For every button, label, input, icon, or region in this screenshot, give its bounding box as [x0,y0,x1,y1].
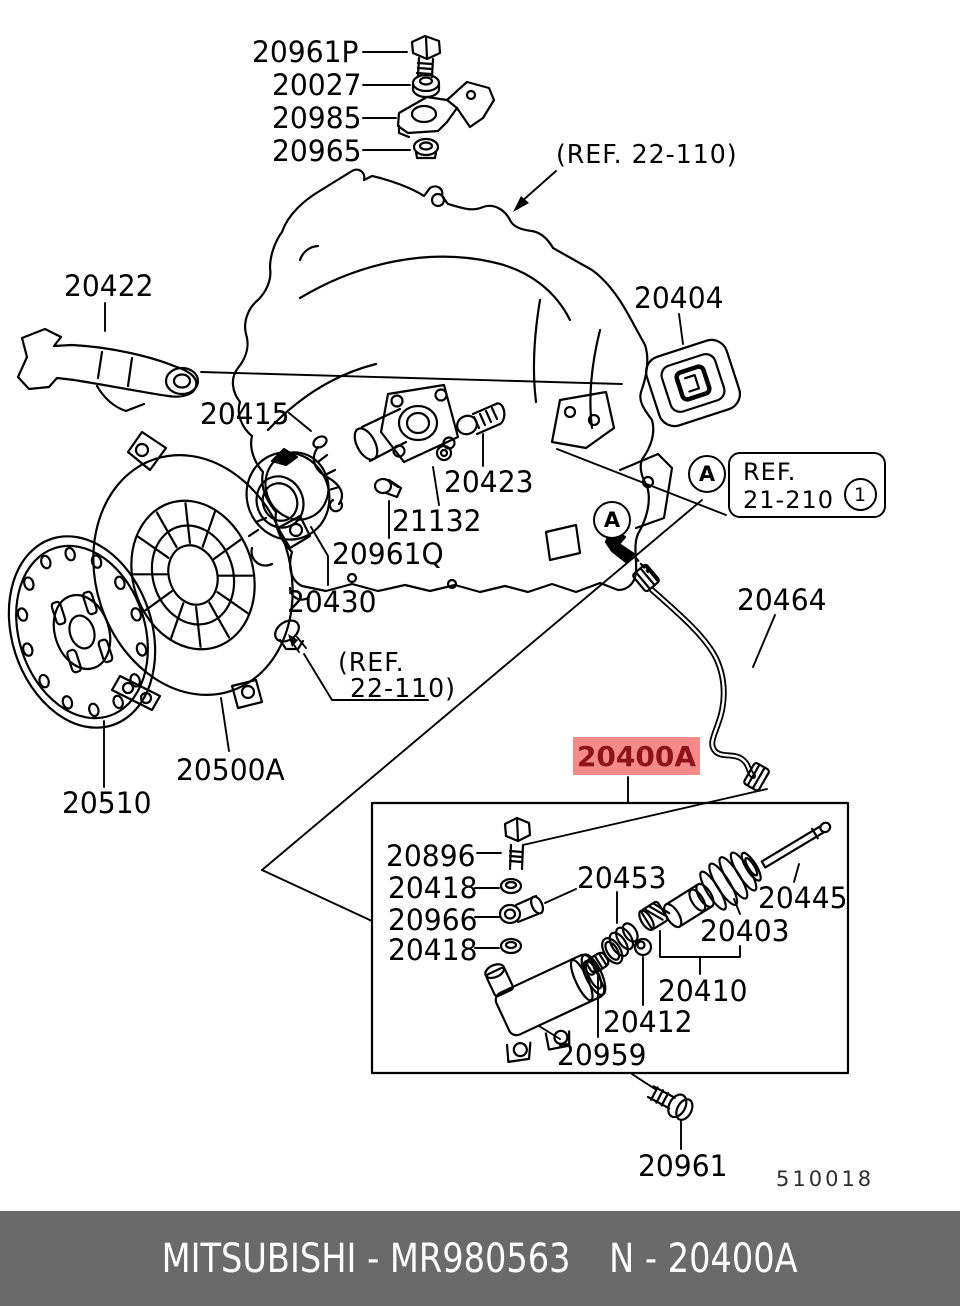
part-label-20418-upper: 20418 [388,871,478,905]
washer-20027-drawing [411,73,441,99]
view-a-marker-1: A [688,455,726,493]
clutch-fork-drawing [16,327,200,413]
ref-box-circled-number: 1 [844,478,877,511]
piston-cup-drawing [638,900,671,932]
input-shaft-sleeve-drawing [353,383,460,464]
piston-20410-drawing [663,882,715,929]
washer-20412-drawing [633,937,653,957]
part-label-20422: 20422 [64,269,154,303]
view-a-marker-2: A [593,501,631,539]
part-label-20403: 20403 [700,914,790,948]
part-label-20415: 20415 [200,397,290,431]
drawing-number: 510018 [776,1167,875,1191]
highlighted-part-label[interactable]: 20400A [573,737,700,775]
clutch-disc-drawing [0,517,179,747]
boot-20403-drawing [699,851,762,911]
ref-21-210-box: REF. 21-210 1 [728,452,886,518]
bolt-20423-drawing [456,402,506,436]
part-label-20412: 20412 [603,1005,693,1039]
slave-cylinder-drawing [484,953,607,1063]
part-label-21132: 21132 [392,504,482,538]
part-label-20961p: 20961P [252,35,359,69]
view-a-letter: A [603,508,621,532]
gasket-20418b-drawing [499,937,523,955]
part-label-20027: 20027 [272,68,362,102]
part-label-20966: 20966 [388,903,478,937]
part-label-20510: 20510 [62,786,152,820]
transmission-case-drawing [231,168,674,601]
part-label-20418-lower: 20418 [388,933,478,967]
bolt-20961-drawing [646,1085,694,1121]
pushrod-20445-drawing [760,821,832,869]
ref-top-arrowhead [513,196,529,212]
bolt-20961q-drawing [373,477,403,499]
ref-label-mid-line1: (REF. [338,648,405,678]
part-label-20404: 20404 [634,281,724,315]
part-label-20961q: 20961Q [332,537,444,571]
shift-boot-drawing [644,338,742,428]
kit-detail-box [370,801,850,1075]
leader-lines [103,51,800,1150]
bolt-20961p-drawing [410,34,442,79]
footer-brand-part: MITSUBISHI - MR980563 [161,1235,571,1282]
ref-label-mid-line2: 22-110) [350,674,456,704]
gasket-20418a-drawing [499,877,523,895]
part-label-20410: 20410 [658,974,748,1008]
part-label-20445: 20445 [758,881,848,915]
clutch-cover-drawing [92,430,312,712]
case-plug-drawing [274,619,305,651]
part-label-20464: 20464 [737,583,827,617]
part-label-20965: 20965 [272,134,362,168]
footer-banner: MITSUBISHI - MR980563 N - 20400A [0,1211,960,1306]
grommet-20965-drawing [412,137,440,160]
release-bearing-drawing [245,447,341,541]
ref-label-top: (REF. 22-110) [556,140,738,170]
footer-ref-part: N - 20400A [609,1235,799,1282]
clutch-pipe-drawing [632,563,770,792]
part-label-20500a: 20500A [176,753,285,787]
spring-20453-drawing [601,922,639,965]
part-label-20959: 20959 [557,1038,647,1072]
part-label-20961: 20961 [638,1149,728,1183]
bracket-20985-drawing [396,80,496,139]
view-a-letter: A [698,462,716,486]
ref-mid-arrowhead [288,634,298,647]
ref-box-line1: REF. [743,458,797,486]
part-label-20453: 20453 [577,861,667,895]
part-label-20985: 20985 [272,101,362,135]
part-label-20423: 20423 [444,465,534,499]
fulcrum-clip-drawing [312,435,453,513]
part-label-20430: 20430 [287,585,377,619]
bolt-20896-drawing [503,816,532,871]
part-label-20896: 20896 [386,839,476,873]
union-20966-drawing [498,894,545,925]
ref-box-line2: 21-210 [743,486,835,514]
